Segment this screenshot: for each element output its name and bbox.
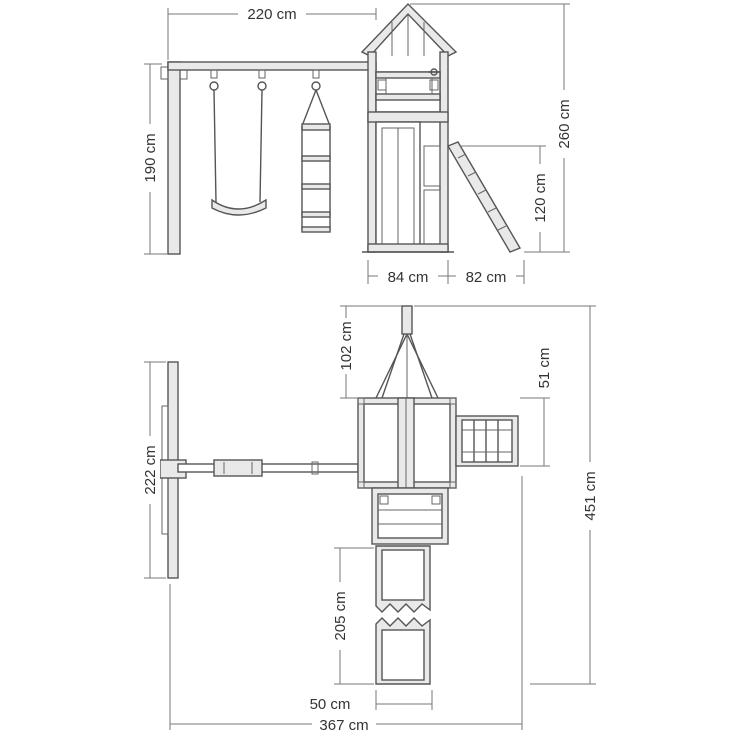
- label-slide-length: 205 cm: [332, 591, 349, 640]
- climbing-ladder: [446, 141, 522, 253]
- label-total-height: 260 cm: [556, 99, 573, 148]
- label-front-extension: 102 cm: [338, 321, 355, 370]
- climbing-ladder-top: [455, 415, 519, 467]
- swing-post: [167, 61, 181, 255]
- swing-beam-top: [177, 463, 359, 473]
- rope-ladder: [301, 81, 331, 233]
- side-view: 220 cm 190 cm 260 cm 120 cm: [140, 2, 574, 286]
- dim-slide-width: 50 cm: [300, 690, 433, 714]
- dim-total-width: 367 cm: [169, 476, 523, 734]
- belt-swing: [209, 81, 267, 216]
- dim-tower-ladder-widths: 84 cm 82 cm: [367, 260, 525, 286]
- label-swing-height: 190 cm: [142, 133, 159, 182]
- label-swing-frame-width: 222 cm: [142, 445, 159, 494]
- swing-beam: [167, 61, 377, 71]
- tower-deck: [367, 111, 449, 123]
- label-swing-beam-length: 220 cm: [247, 6, 296, 23]
- dim-ladder-width: 51 cm: [520, 340, 554, 467]
- swing-hangers: [210, 69, 320, 79]
- label-platform-height: 120 cm: [532, 173, 549, 222]
- label-slide-width: 50 cm: [310, 696, 351, 713]
- dim-total-height: 260 cm: [410, 3, 574, 253]
- dim-platform-height: 120 cm: [460, 145, 550, 253]
- dim-slide-length: 205 cm: [330, 547, 374, 685]
- dim-total-depth: 451 cm: [414, 305, 600, 685]
- dim-swing-frame-width: 222 cm: [140, 361, 166, 579]
- top-view: 102 cm 51 cm 451 cm 222 cm: [140, 305, 600, 734]
- dim-swing-beam: 220 cm: [167, 4, 377, 60]
- label-ladder-width: 51 cm: [536, 348, 553, 389]
- label-total-depth: 451 cm: [582, 471, 599, 520]
- tower-top: [357, 397, 457, 489]
- slide-top: [375, 545, 431, 685]
- lower-platform-top: [371, 487, 449, 545]
- dim-front-extension: 102 cm: [336, 305, 402, 399]
- label-tower-width: 84 cm: [388, 269, 429, 286]
- rope-ladder-top: [375, 305, 439, 399]
- label-total-width: 367 cm: [319, 717, 368, 734]
- dim-swing-height: 190 cm: [140, 63, 168, 255]
- label-ladder-depth: 82 cm: [466, 269, 507, 286]
- swing-seat-top: [213, 459, 263, 477]
- tower: [360, 2, 458, 253]
